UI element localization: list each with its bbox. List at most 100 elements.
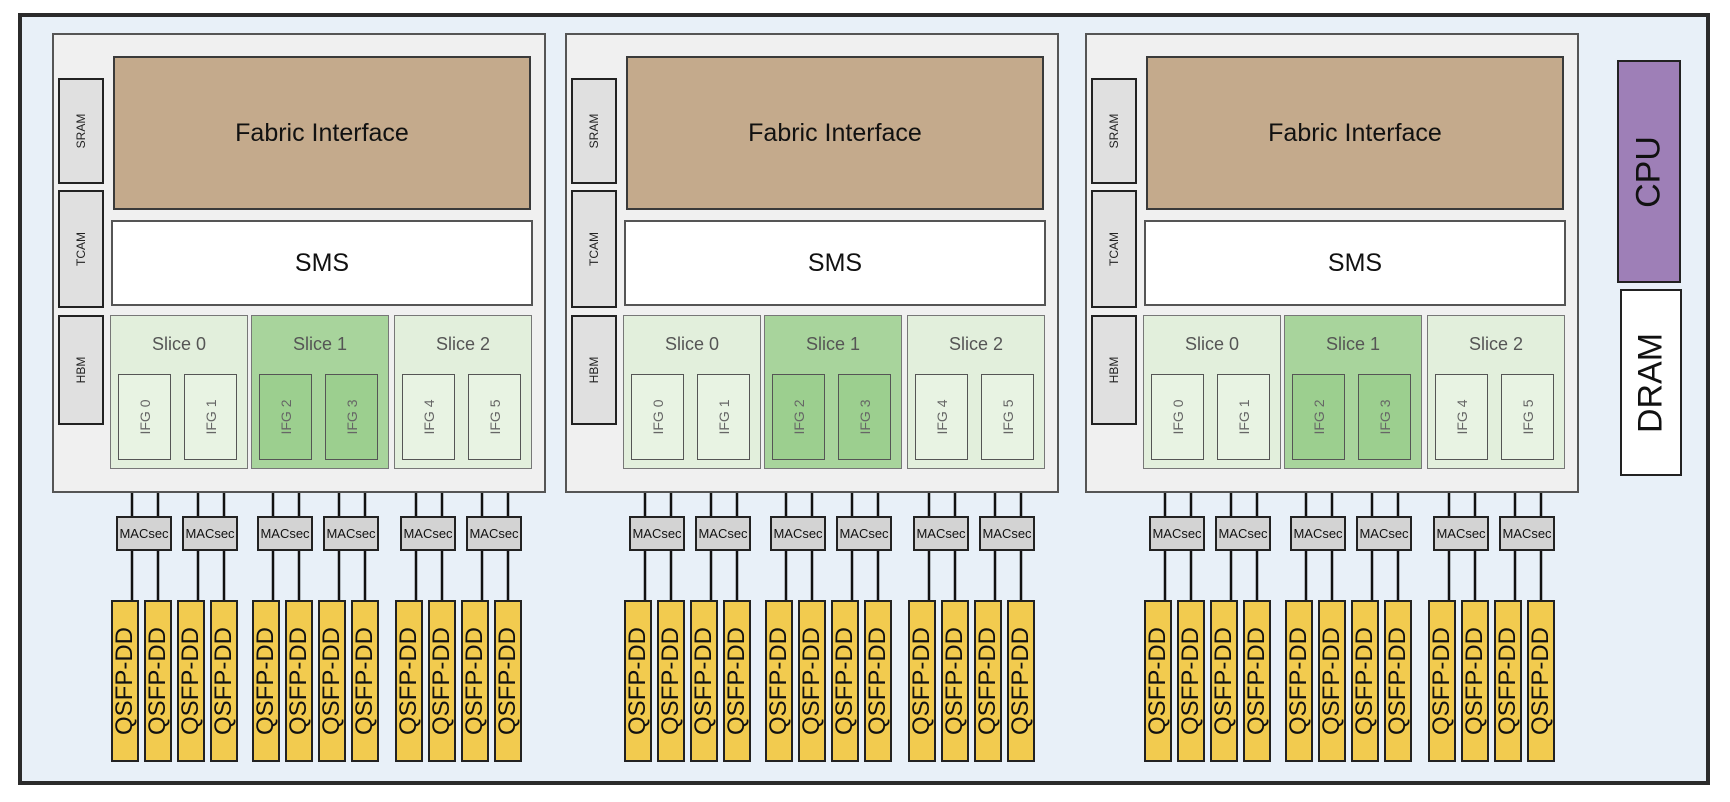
qsfp-dd-port: QSFP-DD (1144, 600, 1172, 762)
tcam-label: TCAM (587, 232, 601, 266)
macsec-block: MACsec (979, 516, 1035, 551)
qsfp-dd-port: QSFP-DD (723, 600, 751, 762)
qsfp-dd-label: QSFP-DD (624, 627, 651, 735)
qsfp-dd-port: QSFP-DD (974, 600, 1002, 762)
qsfp-dd-label: QSFP-DD (908, 627, 935, 735)
macsec-block: MACsec (466, 516, 522, 551)
macsec-block: MACsec (1290, 516, 1346, 551)
qsfp-dd-label: QSFP-DD (690, 627, 717, 735)
sms-label: SMS (1327, 248, 1383, 277)
qsfp-dd-port: QSFP-DD (624, 600, 652, 762)
qsfp-dd-label: QSFP-DD (177, 627, 204, 735)
qsfp-dd-label: QSFP-DD (974, 627, 1001, 735)
ifg-label: IFG 0 (649, 399, 666, 435)
hbm-block: HBM (1091, 315, 1137, 425)
qsfp-dd-port: QSFP-DD (690, 600, 718, 762)
slice-label: Slice 0 (1184, 334, 1240, 354)
ifg-label: IFG 4 (1453, 399, 1470, 435)
macsec-label: MACsec (119, 526, 169, 541)
sms-block: SMS (624, 220, 1046, 306)
ifg-3: IFG 3 (1358, 374, 1411, 460)
qsfp-dd-port: QSFP-DD (657, 600, 685, 762)
macsec-label: MACsec (773, 526, 823, 541)
qsfp-dd-port: QSFP-DD (1210, 600, 1238, 762)
qsfp-dd-port: QSFP-DD (1177, 600, 1205, 762)
ifg-1: IFG 1 (184, 374, 237, 460)
fabric-interface: Fabric Interface (626, 56, 1044, 210)
ifg-label: IFG 2 (1310, 399, 1327, 435)
fabric-interface-label: Fabric Interface (235, 118, 409, 147)
macsec-label: MACsec (1436, 526, 1486, 541)
slice-label: Slice 0 (664, 334, 720, 354)
qsfp-dd-port: QSFP-DD (798, 600, 826, 762)
macsec-label: MACsec (982, 526, 1032, 541)
macsec-block: MACsec (323, 516, 379, 551)
ifg-label: IFG 1 (715, 399, 732, 435)
ifg-4: IFG 4 (402, 374, 455, 460)
ifg-label: IFG 0 (1169, 399, 1186, 435)
macsec-block: MACsec (836, 516, 892, 551)
ifg-label: IFG 4 (420, 399, 437, 435)
fabric-interface: Fabric Interface (113, 56, 531, 210)
qsfp-dd-label: QSFP-DD (144, 627, 171, 735)
ifg-4: IFG 4 (915, 374, 968, 460)
qsfp-dd-label: QSFP-DD (210, 627, 237, 735)
qsfp-dd-port: QSFP-DD (1007, 600, 1035, 762)
fabric-interface-label: Fabric Interface (1268, 118, 1442, 147)
qsfp-dd-label: QSFP-DD (1494, 627, 1521, 735)
macsec-block: MACsec (257, 516, 313, 551)
qsfp-dd-label: QSFP-DD (798, 627, 825, 735)
macsec-label: MACsec (1359, 526, 1409, 541)
qsfp-dd-label: QSFP-DD (1318, 627, 1345, 735)
qsfp-dd-label: QSFP-DD (657, 627, 684, 735)
qsfp-dd-port: QSFP-DD (428, 600, 456, 762)
sram-label: SRAM (1107, 113, 1121, 149)
tcam-label: TCAM (1107, 232, 1121, 266)
macsec-label: MACsec (916, 526, 966, 541)
qsfp-dd-label: QSFP-DD (351, 627, 378, 735)
sram-block: SRAM (571, 78, 617, 184)
macsec-label: MACsec (698, 526, 748, 541)
qsfp-dd-port: QSFP-DD (1461, 600, 1489, 762)
qsfp-dd-label: QSFP-DD (1243, 627, 1270, 735)
qsfp-dd-label: QSFP-DD (1461, 627, 1488, 735)
qsfp-dd-label: QSFP-DD (941, 627, 968, 735)
ifg-2: IFG 2 (1292, 374, 1345, 460)
macsec-label: MACsec (1293, 526, 1343, 541)
ifg-label: IFG 5 (1519, 399, 1536, 435)
qsfp-dd-label: QSFP-DD (864, 627, 891, 735)
ifg-label: IFG 3 (856, 399, 873, 435)
hbm-label: HBM (587, 356, 601, 384)
qsfp-dd-label: QSFP-DD (461, 627, 488, 735)
qsfp-dd-port: QSFP-DD (351, 600, 379, 762)
qsfp-dd-port: QSFP-DD (144, 600, 172, 762)
macsec-block: MACsec (695, 516, 751, 551)
macsec-block: MACsec (1215, 516, 1271, 551)
slice-label: Slice 1 (292, 334, 348, 354)
macsec-label: MACsec (260, 526, 310, 541)
macsec-block: MACsec (116, 516, 172, 551)
macsec-block: MACsec (1149, 516, 1205, 551)
hbm-block: HBM (58, 315, 104, 425)
ifg-5: IFG 5 (468, 374, 521, 460)
qsfp-dd-label: QSFP-DD (1285, 627, 1312, 735)
dram-block: DRAM (1620, 289, 1682, 476)
qsfp-dd-label: QSFP-DD (252, 627, 279, 735)
qsfp-dd-port: QSFP-DD (494, 600, 522, 762)
sram-block: SRAM (58, 78, 104, 184)
qsfp-dd-port: QSFP-DD (864, 600, 892, 762)
qsfp-dd-port: QSFP-DD (1285, 600, 1313, 762)
fabric-interface: Fabric Interface (1146, 56, 1564, 210)
qsfp-dd-port: QSFP-DD (210, 600, 238, 762)
qsfp-dd-label: QSFP-DD (1428, 627, 1455, 735)
qsfp-dd-label: QSFP-DD (1144, 627, 1171, 735)
macsec-block: MACsec (1433, 516, 1489, 551)
macsec-label: MACsec (326, 526, 376, 541)
qsfp-dd-label: QSFP-DD (1351, 627, 1378, 735)
qsfp-dd-port: QSFP-DD (765, 600, 793, 762)
dram-label: DRAM (1631, 332, 1670, 433)
qsfp-dd-port: QSFP-DD (395, 600, 423, 762)
ifg-label: IFG 5 (486, 399, 503, 435)
ifg-label: IFG 3 (343, 399, 360, 435)
qsfp-dd-port: QSFP-DD (461, 600, 489, 762)
